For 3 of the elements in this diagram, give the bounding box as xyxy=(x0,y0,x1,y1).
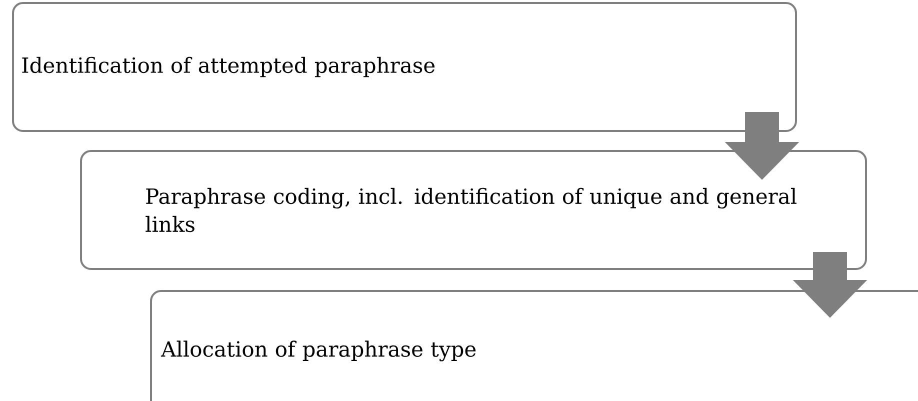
process-box: Paraphrase coding, incl. identification of unique and general links xyxy=(80,150,867,270)
process-box: Identification of attempted paraphrase xyxy=(12,2,797,132)
process-box: Allocation of paraphrase type xyxy=(150,290,918,401)
